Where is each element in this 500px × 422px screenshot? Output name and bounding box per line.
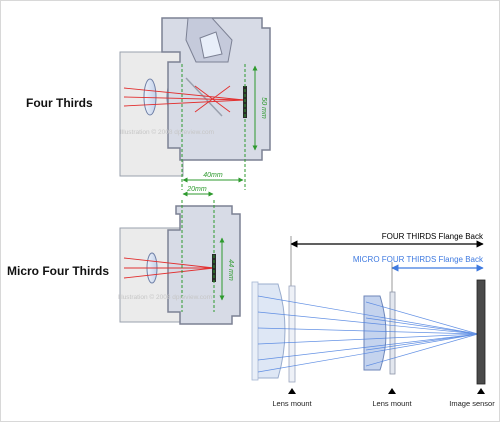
mft-small-lens <box>363 295 387 371</box>
four-thirds-heading: Four Thirds <box>26 96 93 110</box>
ft-large-lens-front <box>251 281 259 381</box>
mft-flange-label: 20mm <box>186 186 207 193</box>
lens-mount-2-marker <box>388 388 396 394</box>
ft-flange-label: 40mm <box>203 172 223 179</box>
flange-back-diagram: FOUR THIRDS Flange Back MICRO FOUR THIRD… <box>251 232 495 408</box>
ft-sensor-height-label: 50 mm <box>260 97 267 119</box>
lens-mount-1-marker <box>288 388 296 394</box>
image-sensor-plate <box>476 279 486 385</box>
ft-mirror <box>185 77 223 117</box>
micro-four-thirds-camera: 44 mm Illustration © 2008 dpreview.com <box>118 200 241 325</box>
ft-lens-element-1 <box>143 78 157 116</box>
mft-flange-back-label: MICRO FOUR THIRDS Flange Back <box>353 255 484 264</box>
lens-mount-2-label: Lens mount <box>372 399 412 408</box>
four-thirds-camera: 50 mm 40mm Illustration © 2008 dpreview.… <box>119 17 271 190</box>
image-sensor-label: Image sensor <box>449 399 495 408</box>
mft-sensor-height-label: 44 mm <box>227 259 234 281</box>
mft-mount-plate <box>389 291 396 375</box>
sensor-light-rays <box>257 295 479 373</box>
ft-camera-body <box>161 17 271 161</box>
mft-watermark: Illustration © 2008 dpreview.com <box>118 293 212 301</box>
ft-flange-back-label: FOUR THIRDS Flange Back <box>382 232 484 241</box>
ft-mount-plate <box>288 285 296 383</box>
ft-large-lens <box>255 283 286 379</box>
ft-light-rays <box>123 85 245 113</box>
micro-four-thirds-heading: Micro Four Thirds <box>7 264 109 278</box>
mft-light-rays <box>123 257 215 279</box>
image-sensor-marker <box>477 388 485 394</box>
ft-watermark: Illustration © 2008 dpreview.com <box>120 128 214 136</box>
ft-viewfinder <box>199 31 223 59</box>
lens-mount-1-label: Lens mount <box>272 399 312 408</box>
